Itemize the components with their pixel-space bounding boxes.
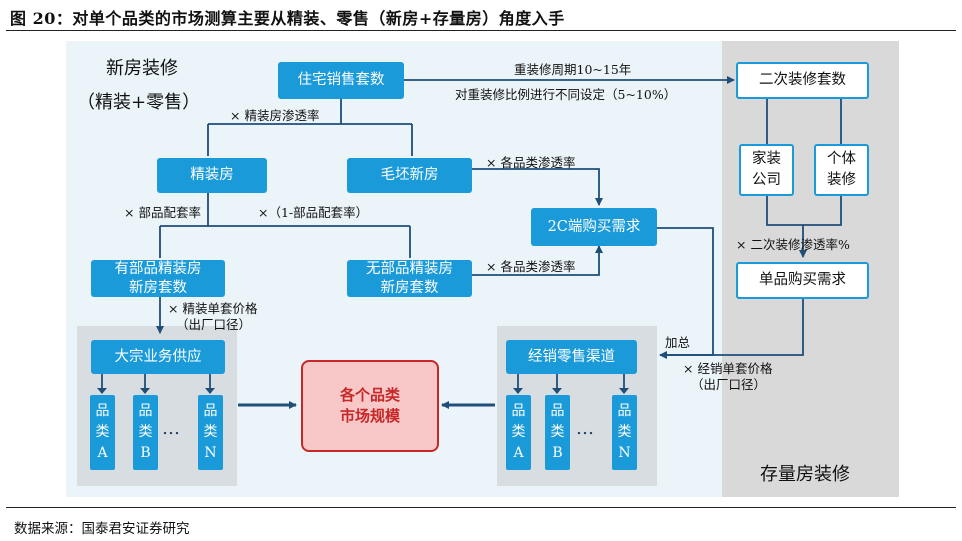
- category-penetration-note-1: × 各品类渗透率: [486, 155, 576, 170]
- retail-cat-arrows: [517, 374, 625, 393]
- second-decoration-box: 二次装修套数: [736, 62, 869, 99]
- fine-unit-price-note: × 精装单套价格 （出厂口径）: [168, 301, 258, 332]
- branch-sales: [207, 99, 413, 156]
- new-house-sublabel: （精装+零售）: [77, 92, 201, 113]
- arrow-rough-to-2c: [409, 168, 603, 206]
- bottom-rule: [6, 507, 956, 508]
- line-single-to-retail: [660, 299, 804, 356]
- bulk-category-a: 品类A: [90, 395, 115, 470]
- retail-category-a: 品类A: [506, 395, 531, 470]
- home-company-box: 家装 公司: [739, 144, 794, 196]
- fine-penetration-note: × 精装房渗透率: [230, 108, 320, 123]
- stock-house-label: 存量房装修: [760, 464, 850, 485]
- bulk-supply-box: 大宗业务供应: [91, 340, 225, 374]
- arrow-noparts-to-2c: [472, 245, 603, 276]
- lines-second-to-channels: [766, 99, 842, 144]
- individual-decoration-box: 个体 装修: [814, 144, 869, 196]
- arrow-channels-to-single: [766, 196, 842, 257]
- retail-category-n: 品类N: [612, 395, 637, 470]
- category-penetration-note-2: × 各品类渗透率: [486, 259, 576, 274]
- without-parts-box: 无部品精装房 新房套数: [347, 260, 472, 297]
- bulk-ellipsis: …: [162, 418, 181, 439]
- bulk-category-b: 品类B: [133, 395, 158, 470]
- fine-decorated-box: 精装房: [157, 158, 267, 193]
- market-size-box: 各个品类 市场规模: [301, 360, 439, 452]
- redecor-ratio-note: 对重装修比例进行不同设定（5~10%）: [455, 87, 677, 102]
- retail-unit-price-note: × 经销单套价格 （出厂口径）: [683, 361, 773, 392]
- source-note: 数据来源：国泰君安证券研究: [14, 521, 190, 537]
- retail-channel-box: 经销零售渠道: [506, 340, 637, 374]
- redecor-period-note: 重装修周期10~15年: [514, 62, 632, 77]
- top-rule: [6, 30, 956, 31]
- branch-fine: [159, 193, 411, 258]
- parts-rate-note: × 部品配套率: [124, 205, 201, 220]
- demand-2c-box: 2C端购买需求: [531, 208, 657, 246]
- with-parts-box: 有部品精装房 新房套数: [91, 260, 225, 297]
- sum-note: 加总: [665, 335, 691, 350]
- bulk-cat-arrows: [101, 374, 211, 393]
- retail-category-b: 品类B: [545, 395, 570, 470]
- one-minus-parts-note: ×（1-部品配套率）: [258, 205, 369, 220]
- rough-house-box: 毛坯新房: [347, 158, 472, 193]
- new-house-label: 新房装修: [106, 58, 178, 79]
- residential-sales-box: 住宅销售套数: [278, 62, 404, 99]
- single-demand-box: 单品购买需求: [736, 262, 869, 299]
- figure-title: 图 20：对单个品类的市场测算主要从精装、零售（新房+存量房）角度入手: [10, 9, 565, 28]
- second-penetration-note: × 二次装修渗透率%: [736, 237, 850, 252]
- retail-ellipsis: …: [576, 418, 595, 439]
- bulk-category-n: 品类N: [198, 395, 223, 470]
